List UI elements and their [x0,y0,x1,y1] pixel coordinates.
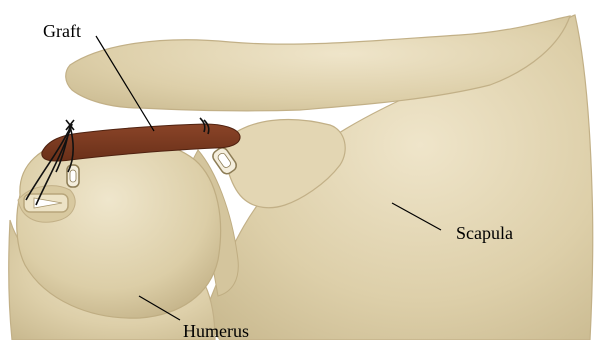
humeral-head [17,136,221,318]
graft-label: Graft [43,22,81,40]
humerus-label: Humerus [183,322,249,340]
humeral-anchor [24,194,68,212]
scapula-label: Scapula [456,224,513,242]
